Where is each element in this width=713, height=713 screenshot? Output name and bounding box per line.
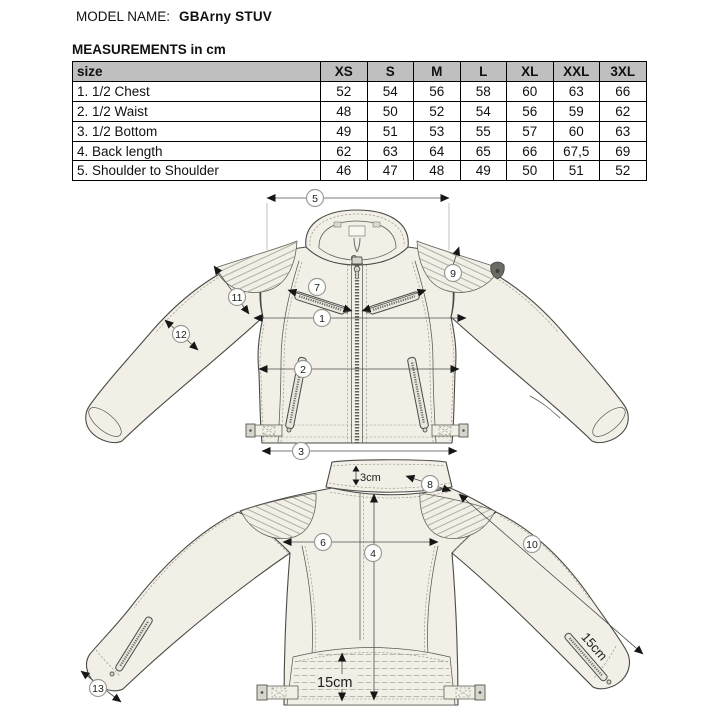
cell: 46 <box>320 160 368 182</box>
svg-text:4: 4 <box>370 548 376 560</box>
row-label: 3. 1/2 Bottom <box>72 120 321 142</box>
callout-2: 2 <box>293 359 313 379</box>
svg-text:6: 6 <box>320 537 326 549</box>
callout-6: 6 <box>313 532 333 552</box>
callout-4: 4 <box>363 543 383 563</box>
back-bottom-stretch-panel <box>286 647 456 706</box>
cell: 52 <box>413 100 461 122</box>
svg-text:3: 3 <box>298 446 304 458</box>
table-header-row: size XS S M L XL XXL 3XL <box>72 61 647 82</box>
svg-text:12: 12 <box>175 329 187 341</box>
callout-12: 12 <box>171 324 191 344</box>
measurement-callouts: 5 7 9 11 12 1 2 3 8 6 4 10 <box>88 188 542 698</box>
table-row: 5. Shoulder to Shoulder 46 47 48 49 50 5… <box>72 160 647 182</box>
back-belt-tab-right <box>443 684 486 701</box>
col-m: M <box>413 61 461 82</box>
col-xl: XL <box>506 61 554 82</box>
collar-height-label: 3cm <box>360 472 381 484</box>
cell: 48 <box>320 100 368 122</box>
cell: 60 <box>552 120 600 142</box>
bottom-panel-height-label: 15cm <box>317 675 352 691</box>
row-label: 5. Shoulder to Shoulder <box>72 160 321 182</box>
cell: 51 <box>552 160 600 182</box>
svg-text:8: 8 <box>427 479 433 491</box>
callout-3: 3 <box>291 441 311 461</box>
cell: 52 <box>599 160 647 182</box>
model-name-label: MODEL NAME: <box>76 9 171 24</box>
svg-text:9: 9 <box>450 268 456 280</box>
neck-label <box>348 225 366 237</box>
cell: 64 <box>413 140 461 162</box>
cell: 47 <box>366 160 414 182</box>
front-belt-tab-right <box>431 423 469 438</box>
back-belt-tab-left <box>256 684 299 701</box>
callout-1: 1 <box>312 308 332 328</box>
callout-7: 7 <box>307 277 327 297</box>
table-row: 1. 1/2 Chest 52 54 56 58 60 63 66 <box>72 80 647 102</box>
svg-text:13: 13 <box>92 683 104 695</box>
col-size: size <box>72 61 321 82</box>
cell: 59 <box>552 100 600 122</box>
jacket-front-view <box>85 194 629 455</box>
table-title: MEASUREMENTS in cm <box>72 42 226 57</box>
cell: 60 <box>506 80 554 102</box>
svg-text:11: 11 <box>232 292 243 304</box>
size-table: size XS S M L XL XXL 3XL 1. 1/2 Chest 52… <box>72 61 647 182</box>
svg-text:5: 5 <box>312 193 318 205</box>
callout-11: 11 <box>227 287 247 307</box>
jacket-back-view: 3cm 15cm 15cm <box>80 459 644 706</box>
col-3xl: 3XL <box>599 61 647 82</box>
front-belt-tab-left <box>245 423 283 438</box>
back-quilted-shoulder-left <box>240 492 317 539</box>
cell: 66 <box>599 80 647 102</box>
svg-text:7: 7 <box>314 282 320 294</box>
callout-13: 13 <box>88 678 108 698</box>
front-collar <box>305 209 409 266</box>
svg-text:2: 2 <box>300 364 306 376</box>
callout-10: 10 <box>522 534 542 554</box>
row-label: 1. 1/2 Chest <box>72 80 321 102</box>
svg-text:10: 10 <box>526 539 538 551</box>
cell: 52 <box>320 80 368 102</box>
cell: 49 <box>459 160 507 182</box>
cell: 63 <box>552 80 600 102</box>
table-row: 3. 1/2 Bottom 49 51 53 55 57 60 63 <box>72 120 647 142</box>
hang-loop <box>353 237 361 253</box>
model-name-value: GBArny STUV <box>179 9 272 24</box>
cell: 50 <box>506 160 554 182</box>
table-row: 2. 1/2 Waist 48 50 52 54 56 59 62 <box>72 100 647 122</box>
col-xxl: XXL <box>552 61 600 82</box>
model-name-line: MODEL NAME: GBArny STUV <box>76 9 272 24</box>
svg-text:1: 1 <box>319 313 325 325</box>
callout-9: 9 <box>443 263 463 283</box>
callout-8: 8 <box>420 474 440 494</box>
callout-5: 5 <box>305 188 325 208</box>
